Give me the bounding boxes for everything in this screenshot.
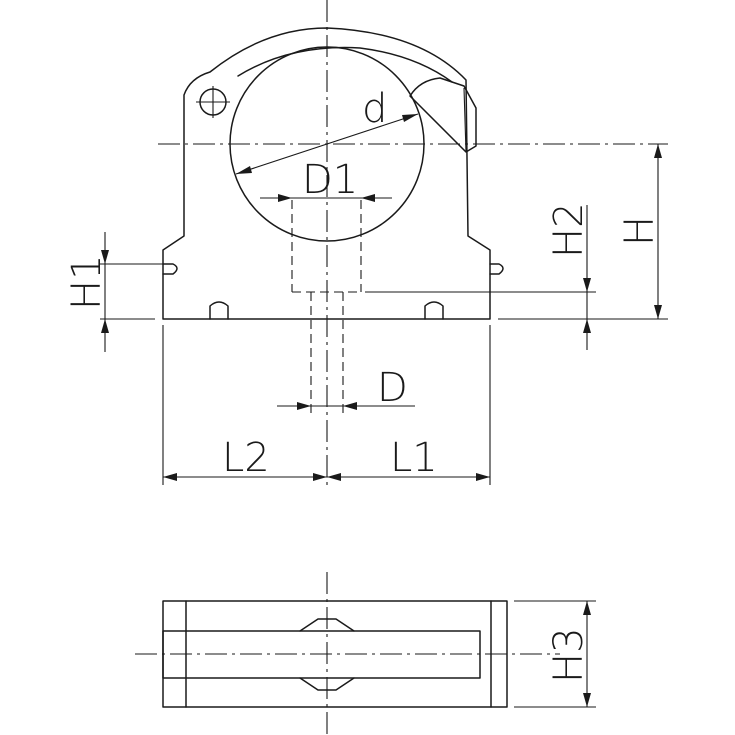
dimensions-front: d D1 H2 H H1 D — [64, 86, 668, 485]
side-notch-right — [489, 263, 504, 275]
dim-L1-arrow-right — [476, 473, 490, 481]
dim-D1-arrow-right — [361, 194, 375, 202]
dim-d-arrow-start — [236, 166, 252, 174]
label-D: D — [377, 365, 408, 411]
dim-D1-arrow-left — [278, 194, 292, 202]
label-H1: H1 — [64, 254, 110, 310]
dim-d-arrow-end — [402, 114, 418, 122]
label-H2: H2 — [546, 202, 592, 258]
side-notch-left — [162, 263, 178, 275]
label-H: H — [617, 216, 663, 246]
dim-H3-arrow-top — [583, 601, 591, 615]
dim-H1-arrow-top — [101, 250, 109, 264]
dim-L2-arrow-left — [163, 473, 177, 481]
front-view — [158, 0, 668, 485]
hex-nut-bottom — [299, 677, 355, 691]
dim-L1-arrow-left — [327, 473, 341, 481]
bottom-notch-right — [424, 301, 444, 320]
label-H3: H3 — [546, 627, 592, 683]
dim-d-line — [235, 113, 419, 175]
dim-H-arrow-top — [654, 144, 662, 158]
label-D1: D1 — [302, 157, 358, 203]
dim-H2-arrow-bottom — [583, 319, 591, 333]
hinge-line — [463, 87, 467, 153]
dim-H-arrow-bottom — [654, 305, 662, 319]
clamp-body-outline — [162, 27, 491, 320]
dim-H3-arrow-bottom — [583, 693, 591, 707]
top-view — [135, 572, 560, 735]
hinge-block — [409, 77, 477, 153]
hex-nut-top — [299, 618, 355, 632]
pipe-bore-circle — [229, 46, 425, 242]
dim-L2-arrow-right — [313, 473, 327, 481]
label-L1: L1 — [390, 435, 438, 481]
dim-H1-arrow-bottom — [101, 319, 109, 333]
dim-H2-arrow-top — [583, 278, 591, 292]
clamp-cover-inner-arc — [237, 46, 453, 83]
label-L2: L2 — [222, 435, 270, 481]
dim-D-arrow-left — [297, 402, 311, 410]
top-view-slot — [162, 630, 481, 679]
dimensions-top: H3 — [514, 600, 596, 708]
label-d: d — [362, 86, 387, 132]
bottom-notch-left — [209, 301, 229, 320]
dim-D-arrow-right — [343, 402, 357, 410]
